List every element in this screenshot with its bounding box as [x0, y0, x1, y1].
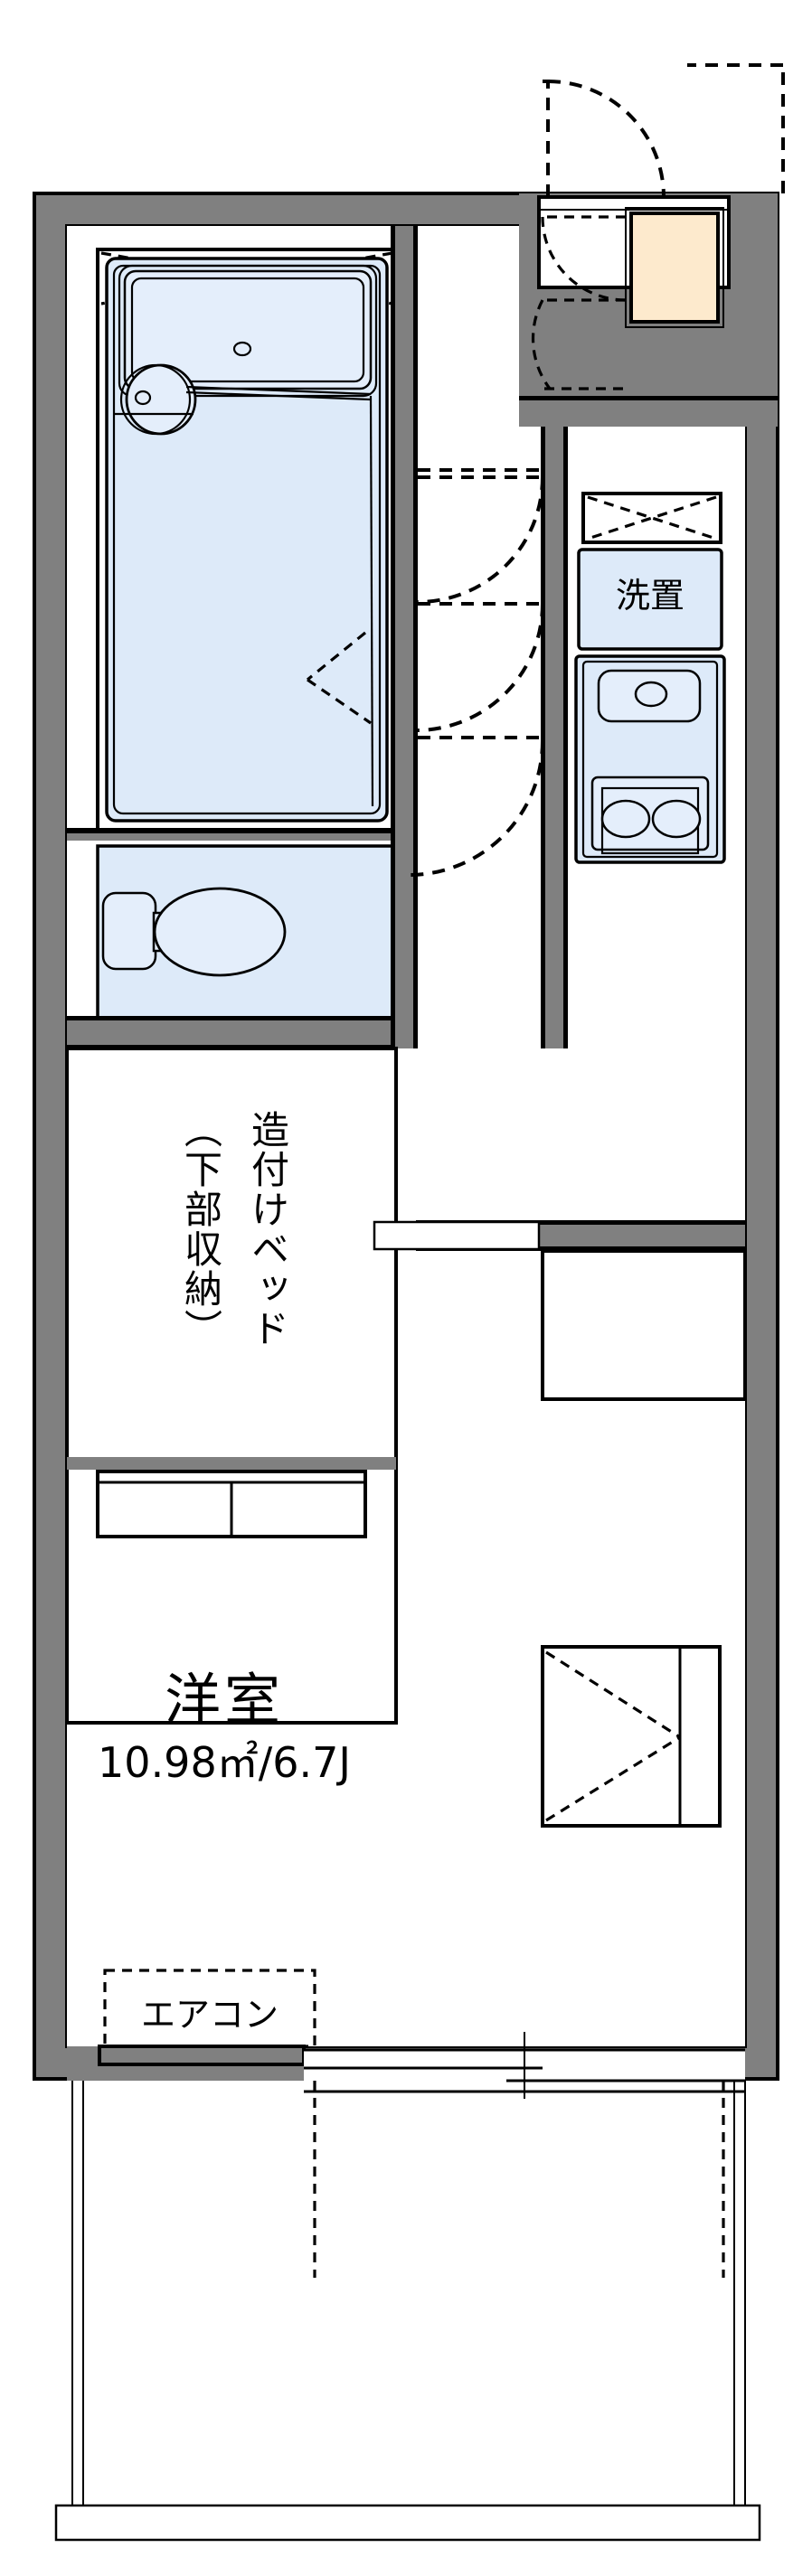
shoe-box-cream	[625, 207, 724, 328]
shoe-cabinet	[581, 492, 722, 544]
tub-drain-icon	[232, 341, 252, 357]
kitchen-left-wall	[541, 425, 568, 1048]
bathroom	[96, 248, 396, 833]
toilet-tank	[101, 891, 157, 971]
built-in-bed: 造付けベッド （下部収納）	[65, 1047, 398, 1725]
burner-right-icon	[651, 799, 702, 839]
bathroom-right-wall	[391, 226, 418, 1048]
bath-toilet-divider	[67, 828, 396, 841]
main-room-label: 洋室	[165, 1667, 284, 1733]
built-in-bed-label-line2: （下部収納）	[179, 1110, 223, 1349]
air-conditioner: エアコン	[103, 1969, 316, 2048]
faucet-hole-icon	[634, 681, 668, 708]
toilet-bottom-wall	[67, 1016, 396, 1049]
sliding-window	[67, 2032, 745, 2099]
corridor-walls	[373, 1220, 747, 1401]
kitchen-unit	[574, 654, 726, 864]
entrance-bottom-wall	[519, 396, 778, 427]
entrance-inner-door	[531, 215, 628, 390]
main-room-area-label: 10.98㎡/6.7J	[98, 1738, 351, 1787]
low-cabinet	[96, 1470, 367, 1538]
hallway-doors	[408, 468, 544, 877]
basin-drain-icon	[134, 390, 152, 406]
built-in-bed-label-line1: 造付けベッド	[246, 1110, 290, 1349]
bed-bottom-wall	[67, 1457, 396, 1470]
balcony	[54, 2081, 761, 2542]
closet	[541, 1645, 722, 1828]
air-conditioner-label: エアコン	[141, 1995, 279, 2035]
burner-left-icon	[600, 799, 651, 839]
washer-space-label: 洗置	[616, 576, 685, 616]
toilet-bowl-icon	[153, 887, 287, 977]
main-room-labels: 洋室 10.98㎡/6.7J	[98, 1667, 351, 1787]
toilet-room	[96, 844, 396, 1020]
washer-space: 洗置	[577, 548, 723, 651]
